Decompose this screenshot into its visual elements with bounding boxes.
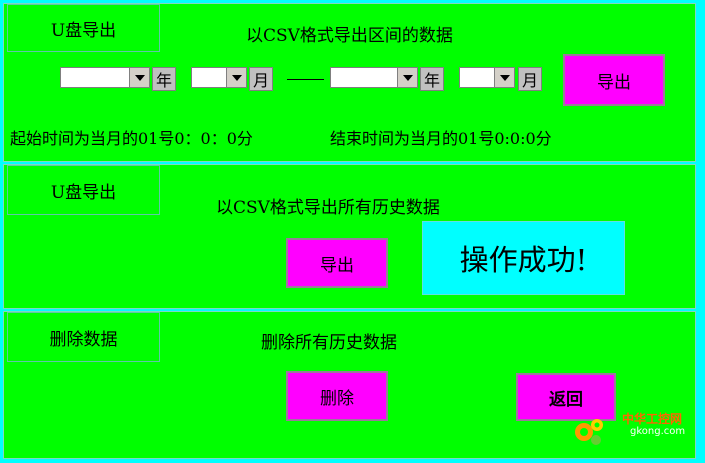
end-year-select[interactable] [330,67,418,88]
export-range-button[interactable]: 导出 [563,54,665,106]
month-unit-label: 月 [518,67,542,91]
section-title: 删除所有历史数据 [261,333,397,353]
chevron-down-icon [397,68,417,87]
chevron-down-icon [129,68,149,87]
status-message: 操作成功! [422,221,625,295]
delete-panel: 删除数据 删除所有历史数据 删除 返回 中华工控网 gkong.com [3,311,696,459]
gear-icon [572,416,606,446]
chevron-down-icon [226,68,246,87]
month-unit-label: 月 [249,67,273,91]
chevron-down-icon [494,68,514,87]
watermark-title: 中华工控网 [622,412,683,426]
delete-button[interactable]: 删除 [286,371,388,421]
section-tag: 删除数据 [7,312,160,362]
end-time-note: 结束时间为当月的01号0:0:0分 [330,129,552,148]
start-month-select[interactable] [191,67,247,88]
range-separator [287,79,324,80]
year-unit-label: 年 [152,67,176,91]
year-unit-label: 年 [420,67,444,91]
section-title: 以CSV格式导出区间的数据 [246,26,453,46]
start-year-select[interactable] [60,67,150,88]
export-range-panel: U盘导出 以CSV格式导出区间的数据 年 月 年 月 导出 起始时间为当月的01… [3,3,696,162]
start-time-note: 起始时间为当月的01号0：0：0分 [10,129,253,148]
end-month-select[interactable] [459,67,515,88]
export-all-panel: U盘导出 以CSV格式导出所有历史数据 导出 操作成功! [3,164,696,309]
section-title: 以CSV格式导出所有历史数据 [216,198,440,218]
export-all-button[interactable]: 导出 [286,238,388,288]
watermark-url: gkong.com [630,426,686,437]
section-tag: U盘导出 [7,165,160,215]
back-button[interactable]: 返回 [516,373,616,421]
section-tag: U盘导出 [7,4,160,52]
